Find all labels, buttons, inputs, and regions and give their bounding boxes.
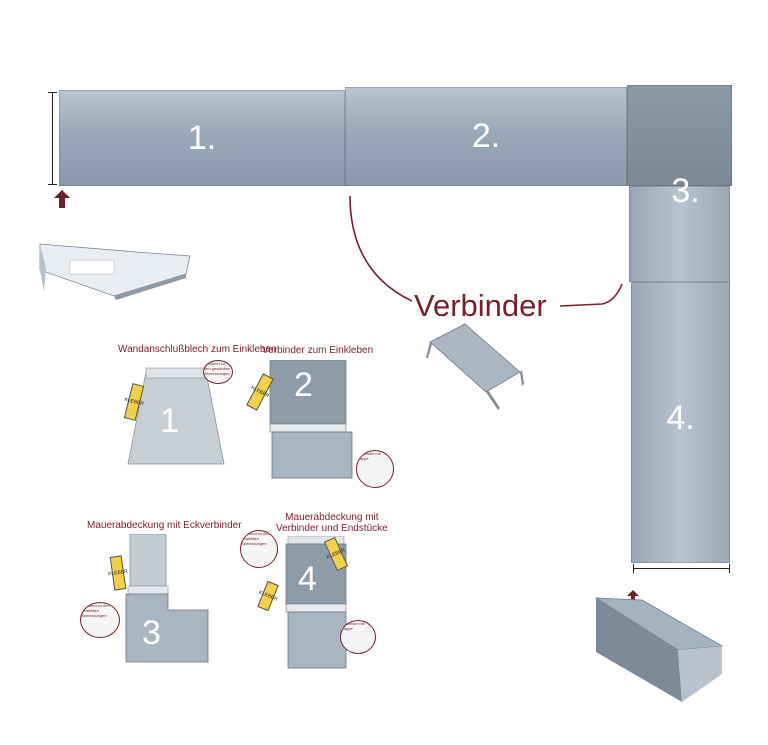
panel-4: 4.	[631, 282, 730, 563]
connector-curve	[349, 195, 623, 307]
dimension-tick-right	[729, 564, 730, 573]
dimension-tick-left	[633, 564, 634, 573]
step-3-caption: Mauerabdeckung mit Eckverbinder	[87, 520, 242, 531]
panel-1: 1.	[59, 90, 345, 186]
dimension-tick-bottom	[48, 184, 57, 185]
step-4-caption: Mauerabdeckung mit Verbinder und Endstüc…	[276, 512, 388, 534]
panel-3-top	[627, 85, 732, 186]
step-4-caption-line2: Verbinder und Endstücke	[276, 523, 388, 534]
step-4-image	[285, 536, 347, 669]
step-2-image	[269, 360, 353, 479]
panel-2-label: 2.	[471, 117, 501, 155]
step-4-tube-b: KLEBER	[257, 580, 279, 612]
step-1-caption: Wandanschlußblech zum Einkleben	[118, 344, 277, 355]
step-4-number: 4	[298, 560, 317, 598]
arrow-up-icon	[54, 190, 70, 208]
arrow-up-icon	[627, 590, 639, 602]
step-3-image	[125, 534, 209, 663]
dimension-line-horizontal	[633, 568, 729, 569]
step-4-caption-line1: Mauerabdeckung mit	[285, 512, 379, 523]
dimension-line-vertical	[52, 92, 53, 184]
panel-1-label: 1.	[187, 118, 217, 157]
step-4-callout-b: Verbinder mit Kappe	[340, 620, 376, 654]
panel-3: 3.	[629, 172, 730, 282]
step-1-image	[127, 367, 225, 465]
connector-piece	[426, 323, 524, 410]
end-piece	[594, 597, 724, 702]
step-1-number: 1	[160, 402, 179, 440]
panel-4-label: 4.	[666, 399, 695, 437]
step-1-callout: Passend zu den gewählten Abmessungen	[203, 360, 233, 384]
panel-2: 2.	[345, 87, 627, 186]
step-4-callout-a: Passend zu den gewählten Abmessungen	[240, 530, 278, 568]
step-2-number: 2	[294, 366, 313, 404]
wall-connection-piece	[39, 243, 191, 300]
step-3-number: 3	[142, 614, 161, 652]
step-2-callout: Verbinder mit Kappe	[356, 450, 394, 488]
panel-3-label: 3.	[671, 172, 700, 210]
step-2-caption: Verbinder zum Einkleben	[262, 345, 374, 356]
step-3-callout: Passend zu den gewählten Abmessungen	[80, 602, 120, 638]
connector-label: Verbinder	[414, 288, 547, 323]
dimension-tick-top	[48, 92, 57, 93]
